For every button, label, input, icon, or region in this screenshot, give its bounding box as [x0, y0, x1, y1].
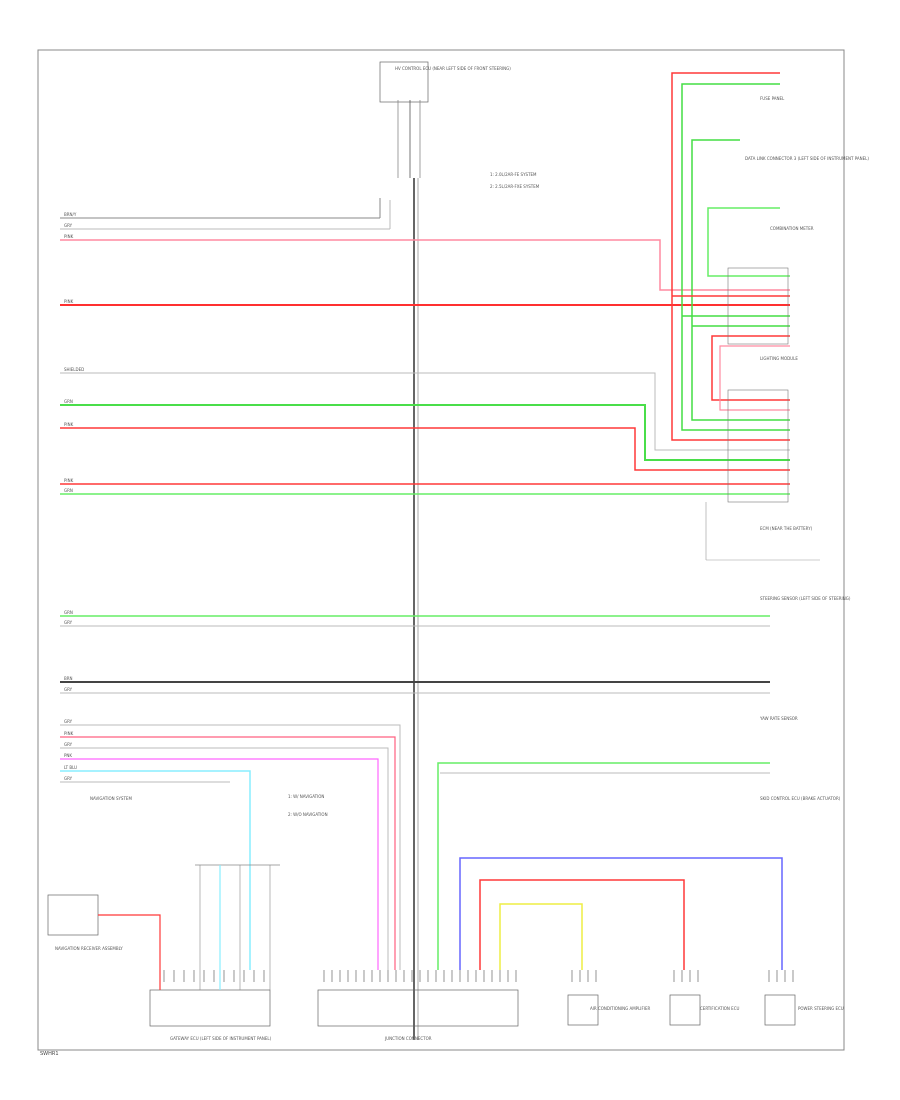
legend-top-1: 1: 2.0L/2AR-FE SYSTEM — [490, 172, 537, 177]
diagram-frame — [37, 49, 845, 1051]
wire-green-right-3 — [707, 207, 790, 277]
bottom-comp-3: AIR CONDITIONING AMPLIFIER — [590, 1006, 650, 1011]
right-comp-5: STEERING SENSOR (LEFT SIDE OF STEERING) — [760, 596, 851, 601]
wire-magenta — [60, 758, 379, 970]
legend-bottom-1: 1: W/ NAVIGATION — [288, 794, 324, 799]
bottom-comp-2: JUNCTION CONNECTOR — [384, 1036, 432, 1041]
right-connector-block-1 — [727, 267, 789, 345]
wire-red-left-nav — [98, 914, 161, 990]
wire-label: SHIELDED — [64, 367, 84, 372]
wire-red-right-loop — [711, 335, 790, 401]
wire-label: GRY — [64, 776, 73, 781]
right-comp-0: FUSE PANEL — [760, 96, 785, 101]
wire-shielded — [60, 372, 790, 451]
right-connector-block-2 — [727, 389, 789, 503]
conn-nav-left — [47, 894, 99, 936]
page-marker: SWHR1 — [40, 1051, 59, 1057]
conn-gateway — [317, 989, 519, 1027]
wire-label: GRY — [64, 687, 73, 692]
wire-green-1 — [60, 404, 790, 461]
bottom-comp-0: NAVIGATION RECEIVER ASSEMBLY — [55, 946, 123, 951]
legend-bottom-2: 2: W/O NAVIGATION — [288, 812, 328, 817]
conn-cert-ecu — [669, 994, 701, 1026]
wire-label: GRY — [64, 223, 73, 228]
right-comp-6: YAW RATE SENSOR — [759, 716, 798, 721]
left-note: NAVIGATION SYSTEM — [90, 796, 132, 801]
wire-blue-loop — [459, 857, 783, 970]
wire-red-3 — [60, 427, 790, 471]
wire-green-right-top — [681, 83, 790, 431]
conn-ac-amp — [567, 994, 599, 1026]
wire-label: PNK — [64, 753, 72, 758]
legend-top-2: 2: 2.5L/2AR-FXE SYSTEM — [490, 184, 540, 189]
wire-label: PINK — [64, 234, 74, 239]
right-comp-7: SKID CONTROL ECU (BRAKE ACTUATOR) — [760, 796, 841, 801]
wire-label: BRN/Y — [64, 212, 77, 217]
wire-yellow-loop — [499, 903, 583, 970]
wire-label: LT BLU — [64, 765, 77, 770]
wire-green-bottom — [437, 762, 770, 970]
wire-label: GRY — [64, 620, 73, 625]
wire-label: PINK — [64, 478, 74, 483]
wire-label: GRY — [64, 742, 73, 747]
right-comp-2: COMBINATION METER — [770, 226, 814, 231]
wire-red-right-top — [671, 72, 790, 441]
wire-label: GRY — [64, 719, 73, 724]
bottom-comp-5: POWER STEERING ECU — [798, 1006, 844, 1011]
right-comp-1: DATA LINK CONNECTOR 3 (LEFT SIDE OF INST… — [745, 156, 869, 161]
wire-label: PINK — [64, 299, 74, 304]
wire-label: GRN — [64, 399, 73, 404]
right-comp-3: LIGHTING MODULE — [760, 356, 798, 361]
connector-pins — [163, 970, 794, 982]
wire-pink-a — [60, 736, 396, 970]
conn-ps-ecu — [764, 994, 796, 1026]
wire-pink-right-loop — [719, 345, 790, 411]
wire-label: BRN — [64, 676, 73, 681]
right-comp-4: ECM (NEAR THE BATTERY) — [760, 526, 813, 531]
wire-label: GRN — [64, 488, 73, 493]
wire-red-loop — [479, 879, 685, 970]
wire-label: PINK — [64, 731, 74, 736]
wire-ltblue — [60, 770, 251, 970]
hv-control-ecu-box — [379, 61, 429, 103]
wire-pink-1 — [60, 239, 790, 291]
wire-green-right-2 — [691, 139, 790, 421]
wire-label: PINK — [64, 422, 74, 427]
wire-gry-a — [60, 724, 401, 970]
wire-label: GRN — [64, 610, 73, 615]
conn-nav-receiver — [149, 989, 271, 1027]
bottom-comp-1: GATEWAY ECU (LEFT SIDE OF INSTRUMENT PAN… — [170, 1036, 272, 1041]
hv-control-ecu-label: HV CONTROL ECU (NEAR LEFT SIDE OF FRONT … — [395, 66, 511, 71]
bottom-comp-4: CERTIFICATION ECU — [700, 1006, 739, 1011]
wire-gry-b — [60, 747, 389, 970]
